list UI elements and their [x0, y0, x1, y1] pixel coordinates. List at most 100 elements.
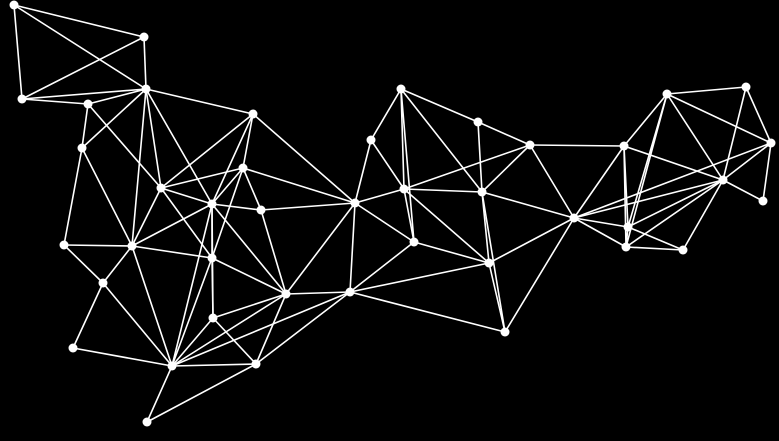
graph-edge [102, 245, 133, 284]
graph-edge [13, 4, 23, 100]
graph-node[interactable] [396, 84, 406, 94]
graph-node[interactable] [59, 240, 69, 250]
graph-edge [252, 113, 356, 204]
graph-node[interactable] [139, 32, 149, 42]
graph-edge [211, 167, 244, 259]
graph-node[interactable] [525, 140, 535, 150]
graph-node[interactable] [473, 117, 483, 127]
graph-node-layer [9, 0, 776, 427]
graph-node[interactable] [758, 196, 768, 206]
graph-node[interactable] [350, 198, 360, 208]
graph-edge [403, 188, 415, 243]
graph-node[interactable] [207, 199, 217, 209]
graph-edge [623, 145, 627, 248]
graph-node[interactable] [83, 99, 93, 109]
graph-edge [160, 187, 213, 259]
graph-edge [722, 86, 747, 181]
graph-node[interactable] [623, 222, 633, 232]
graph-edge [171, 317, 214, 367]
graph-edge [242, 167, 356, 204]
graph-node[interactable] [142, 417, 152, 427]
graph-edge [623, 145, 724, 181]
graph-edge [160, 167, 244, 189]
graph-edge [81, 88, 147, 149]
graph-edge [400, 88, 483, 193]
graph-node[interactable] [409, 237, 419, 247]
graph-node[interactable] [569, 213, 579, 223]
graph-edge [260, 209, 287, 295]
graph-edge [21, 88, 147, 100]
graph-node[interactable] [621, 242, 631, 252]
graph-node[interactable] [238, 163, 248, 173]
graph-edge [370, 88, 402, 141]
graph-edge [354, 139, 372, 204]
graph-node[interactable] [208, 313, 218, 323]
graph-edge [131, 245, 173, 367]
graph-edge [171, 203, 213, 367]
graph-node[interactable] [619, 141, 629, 151]
graph-node[interactable] [248, 109, 258, 119]
graph-node[interactable] [167, 361, 177, 371]
graph-edge [87, 103, 162, 189]
graph-edge [72, 347, 173, 367]
graph-node[interactable] [127, 241, 137, 251]
graph-edge [666, 93, 724, 181]
graph-edge [131, 88, 147, 247]
graph-edge [211, 113, 254, 205]
graph-node[interactable] [662, 89, 672, 99]
graph-node[interactable] [718, 175, 728, 185]
graph-node[interactable] [251, 359, 261, 369]
graph-node[interactable] [9, 0, 19, 10]
graph-node[interactable] [399, 184, 409, 194]
graph-edge [477, 121, 531, 146]
graph-edge [13, 4, 147, 90]
graph-edge [354, 188, 405, 204]
graph-edge [145, 88, 213, 205]
graph-edge [211, 257, 287, 295]
graph-edge [349, 291, 506, 333]
graph-edge [211, 257, 214, 319]
graph-edge [625, 179, 724, 248]
graph-edge [354, 202, 415, 243]
graph-edge [171, 257, 213, 367]
graph-edge [102, 282, 173, 367]
graph-edge [349, 262, 490, 293]
graph-edge [627, 179, 724, 228]
graph-node[interactable] [98, 278, 108, 288]
graph-node[interactable] [207, 253, 217, 263]
graph-edge [625, 93, 668, 248]
graph-edge [666, 93, 772, 144]
graph-edge [504, 217, 575, 333]
graph-node[interactable] [366, 135, 376, 145]
graph-edge [211, 203, 287, 295]
graph-edge [682, 179, 724, 251]
graph-node[interactable] [281, 289, 291, 299]
graph-node[interactable] [766, 138, 776, 148]
graph-edge [242, 167, 262, 211]
graph-node[interactable] [345, 287, 355, 297]
graph-node[interactable] [477, 187, 487, 197]
graph-node[interactable] [484, 258, 494, 268]
graph-node[interactable] [741, 82, 751, 92]
graph-edge [255, 293, 287, 365]
graph-edge [403, 188, 483, 193]
graph-node[interactable] [256, 205, 266, 215]
graph-node[interactable] [68, 343, 78, 353]
graph-edge [171, 363, 257, 367]
graph-edge [625, 246, 684, 251]
graph-node[interactable] [678, 245, 688, 255]
graph-edge [211, 203, 262, 211]
graph-node[interactable] [77, 143, 87, 153]
graph-node[interactable] [500, 327, 510, 337]
graph-node[interactable] [156, 183, 166, 193]
graph-node[interactable] [17, 94, 27, 104]
graph-node[interactable] [141, 84, 151, 94]
graph-edge [212, 293, 287, 319]
graph-edge [211, 167, 244, 205]
graph-edge [72, 282, 104, 349]
graph-edge [146, 363, 257, 423]
graph-edge [745, 86, 772, 144]
graph-edge [212, 317, 257, 365]
